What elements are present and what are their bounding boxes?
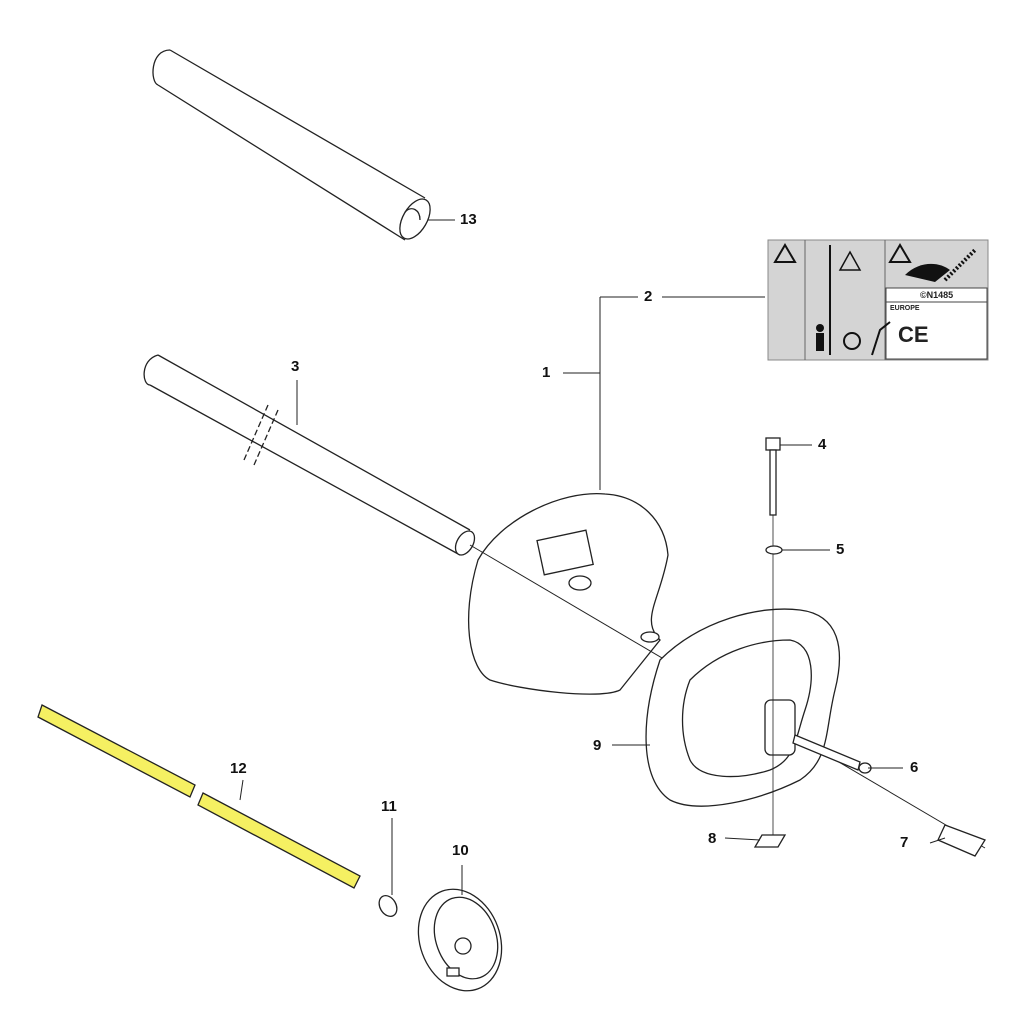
part-2-decal: [767, 239, 989, 361]
decal-ce-mark: CE: [898, 322, 929, 347]
part-6-screw: [792, 734, 872, 774]
part-10-drum: [417, 888, 503, 992]
callout-6: 6: [910, 759, 919, 776]
part-1-guard: [468, 493, 669, 695]
callout-5: 5: [836, 541, 845, 558]
part-8-nut: [753, 834, 787, 848]
leader-lines: [239, 219, 946, 895]
callout-8: 8: [708, 830, 717, 847]
decal-code: ©N1485: [920, 290, 954, 300]
part-12-driveshaft: [37, 704, 361, 889]
decal-region: EUROPE: [890, 305, 920, 312]
callout-2: 2: [644, 288, 653, 305]
part-3-tube: [143, 354, 476, 556]
callout-12: 12: [230, 760, 247, 777]
part-4-bolt: [765, 437, 781, 835]
callout-13: 13: [460, 211, 477, 228]
callout-10: 10: [452, 842, 469, 859]
callout-11: 11: [381, 798, 397, 815]
part-9-handle: [645, 608, 841, 807]
part-13-tube: [152, 49, 431, 241]
callout-3: 3: [291, 358, 300, 375]
callout-1: 1: [542, 364, 551, 381]
callout-7: 7: [900, 834, 909, 851]
part-7-connector: [937, 824, 986, 857]
callout-4: 4: [818, 436, 827, 453]
part-11-ring: [378, 895, 398, 917]
part-5-washer: [765, 545, 783, 555]
callout-9: 9: [593, 737, 602, 754]
